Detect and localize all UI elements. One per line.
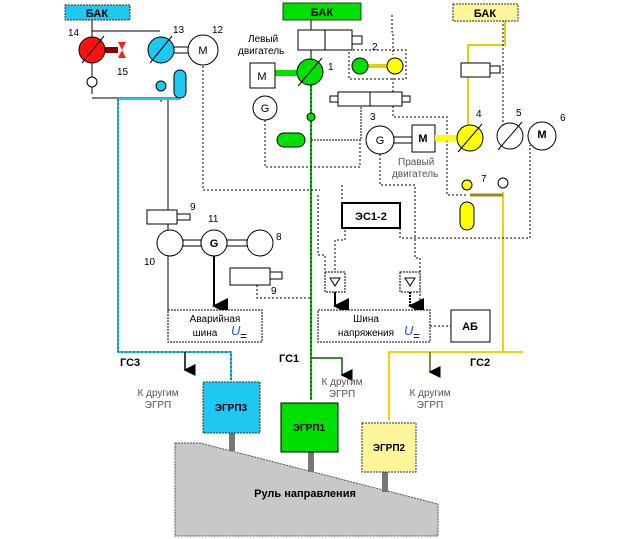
unit-2: [348, 49, 407, 80]
actuator-egrp1: ЭГРП1: [280, 402, 339, 453]
voltage-bus: Шина напряжения U =: [317, 309, 431, 343]
accumulator-gs2: [459, 201, 475, 231]
es1-2-label: ЭС1-2: [355, 211, 387, 223]
to-other-label: К другим: [410, 388, 451, 399]
motor-6: [527, 121, 557, 151]
rudder-label: Руль направления: [254, 488, 356, 500]
left-engine-motor: [249, 62, 276, 89]
rectifier-2: [399, 271, 421, 293]
label-15: 15: [117, 67, 129, 78]
to-other-label: ЭГРП: [329, 389, 355, 400]
actuator-label: ЭГРП3: [215, 403, 248, 414]
to-other-label: К другим: [138, 388, 179, 399]
to-other-label: ЭГРП: [417, 400, 443, 411]
rectifier-1: [324, 271, 346, 293]
gs2-label: ГС2: [470, 357, 490, 369]
actuator-label: ЭГРП2: [373, 443, 406, 454]
emergency-bus: Аварийная шина U =: [167, 309, 263, 343]
label-4: 4: [476, 109, 482, 120]
generator-label: G: [261, 103, 270, 115]
label-14: 14: [68, 28, 80, 39]
turbine-15: [118, 42, 126, 58]
label-7: 7: [481, 174, 487, 185]
check-valve: [86, 76, 98, 88]
bus-label: шина: [193, 328, 218, 339]
bus-label: напряжения: [338, 328, 394, 339]
label-1: 1: [328, 62, 334, 73]
label-5: 5: [516, 108, 522, 119]
left-engine-label-1: Левый: [248, 34, 278, 45]
motor-label: M: [198, 45, 207, 57]
bus-label: Аварийная: [190, 314, 241, 325]
check-valve-7: [461, 179, 473, 191]
pump-8: [246, 229, 274, 257]
actuator-egrp2: ЭГРП2: [361, 422, 417, 473]
valve-9-bottom: [229, 267, 271, 286]
left-engine-label-2: двигатель: [238, 46, 284, 57]
pump-10: [156, 229, 184, 257]
label-13: 13: [173, 25, 185, 36]
voltage-symbol: U: [404, 323, 414, 338]
generator-left: [252, 95, 278, 121]
gs1-label: ГС1: [279, 353, 299, 365]
label-3: 3: [370, 112, 376, 123]
generator-label: G: [376, 135, 385, 147]
rod-2: [382, 472, 388, 492]
dc-symbol: =: [240, 329, 247, 343]
valve-gs2: [460, 62, 491, 78]
label-2: 2: [372, 42, 378, 53]
right-engine-label-1: Правый: [398, 157, 434, 168]
gs3-line: [91, 20, 232, 380]
actuator-egrp3: ЭГРП3: [202, 381, 261, 434]
accumulator-gs3: [173, 69, 187, 99]
rudder-surface: [174, 442, 439, 537]
motor-label: M: [537, 129, 546, 141]
label-9: 9: [271, 286, 277, 297]
gs3-label: ГС3: [120, 357, 140, 369]
label-9: 9: [190, 202, 196, 213]
tank-gs3: БАК: [64, 4, 131, 21]
accumulator-gs1: [276, 132, 306, 148]
valve-9-top: [146, 209, 178, 225]
check-valve: [155, 80, 167, 92]
tank-label: БАК: [311, 7, 333, 19]
label-8: 8: [276, 232, 282, 243]
motor-label: M: [257, 71, 266, 83]
bus-label: Шина: [353, 314, 379, 325]
tank-gs2: БАК: [452, 3, 519, 22]
battery-label: АБ: [462, 321, 478, 333]
rod-3: [229, 433, 235, 451]
actuator-label: ЭГРП1: [293, 423, 326, 434]
rod-1: [308, 452, 314, 472]
tank-label: БАК: [474, 8, 496, 20]
right-engine-label-2: двигатель: [392, 169, 438, 180]
label-6: 6: [560, 113, 566, 124]
dc-symbol: =: [413, 329, 420, 343]
tank-gs1: БАК: [282, 2, 362, 21]
to-other-label: ЭГРП: [145, 400, 171, 411]
label-12: 12: [212, 25, 224, 36]
to-other-label: К другим: [322, 377, 363, 388]
motor-12: [187, 34, 219, 66]
tank-label: БАК: [86, 8, 108, 20]
label-10: 10: [144, 257, 156, 268]
check-valve: [306, 112, 316, 122]
electrical-lines: [202, 15, 531, 327]
es1-2-box: [341, 202, 401, 229]
generator-label: G: [210, 238, 219, 250]
label-11: 11: [208, 214, 219, 225]
motor-label: M: [418, 133, 427, 145]
check-valve: [497, 177, 509, 189]
gs2-line: [388, 20, 523, 420]
battery: АБ: [450, 309, 491, 343]
voltage-symbol: U: [231, 323, 241, 338]
